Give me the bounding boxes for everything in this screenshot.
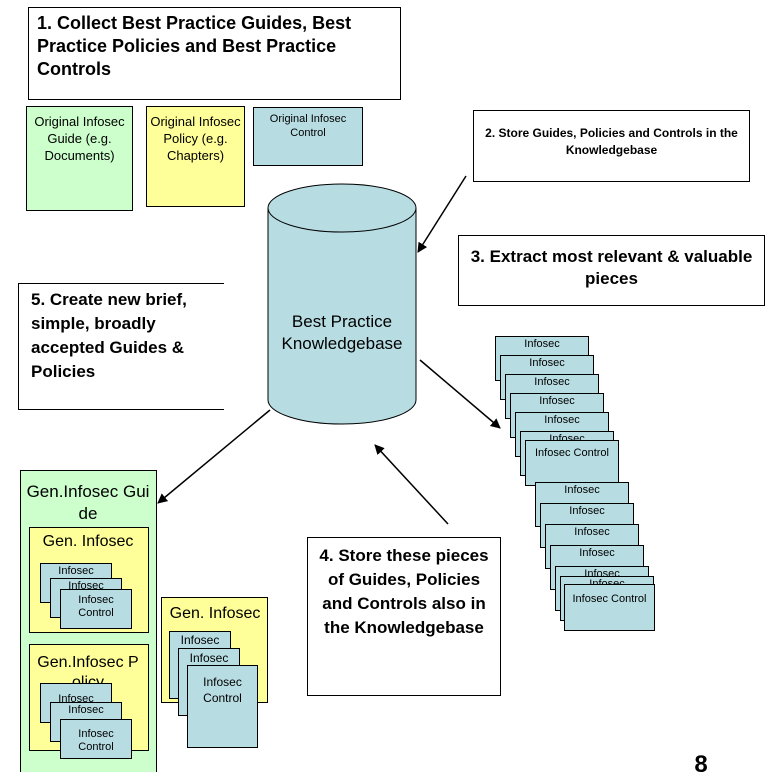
- knowledgebase-cylinder: [267, 183, 417, 425]
- arrow-extract: [419, 359, 501, 429]
- infosec-control-card: Infosec Control: [564, 584, 655, 631]
- step3-text: 3. Extract most relevant & valuable piec…: [470, 247, 753, 288]
- card-label: Infosec: [529, 357, 565, 369]
- card-control-label: Infosec Control: [78, 594, 114, 619]
- gen-policy-control-label: Infosec Control: [203, 675, 242, 705]
- infosec-control-card: Infosec Control: [60, 589, 132, 629]
- card-label: Infosec: [534, 376, 570, 388]
- original-control-text: Original Infosec Control: [269, 113, 347, 139]
- page-number: 8: [686, 752, 716, 778]
- original-guide-text: Original Infosec Guide (e.g. Documents): [34, 114, 125, 163]
- infosec-control-card: Infosec Control: [525, 440, 619, 486]
- gen-policy-card-label: Infosec: [180, 633, 220, 647]
- original-control-box: Original Infosec Control: [253, 107, 363, 166]
- original-policy-text: Original Infosec Policy (e.g. Chapters): [150, 114, 241, 163]
- original-guide-box: Original Infosec Guide (e.g. Documents): [26, 106, 133, 211]
- card-label: Infosec: [539, 395, 575, 407]
- step4-box: 4. Store these pieces of Guides, Policie…: [307, 537, 501, 696]
- knowledgebase-label: Best Practice Knowledgebase: [268, 311, 416, 355]
- step2-text: 2. Store Guides, Policies and Controls i…: [485, 126, 738, 157]
- generated-policy-title: Gen. Infosec: [169, 605, 261, 622]
- arrow-create: [157, 409, 271, 504]
- card-label: Infosec: [574, 526, 610, 538]
- card-label: Infosec: [524, 338, 560, 350]
- card-control-label: Infosec Control: [535, 447, 609, 459]
- original-policy-box: Original Infosec Policy (e.g. Chapters): [146, 106, 245, 207]
- card-label: Infosec: [564, 484, 600, 496]
- generated-guide: Gen.Infosec Guide Gen. Infosec Infosec I…: [20, 470, 157, 772]
- gen-policy-card-label: Infosec: [189, 651, 229, 665]
- step4-text: 4. Store these pieces of Guides, Policie…: [319, 546, 489, 637]
- step1-text: 1. Collect Best Practice Guides, Best Pr…: [37, 13, 352, 79]
- gen-policy-infosec-control-card: Infosec Control: [187, 665, 258, 748]
- arrow-store: [417, 175, 467, 253]
- card-label: Infosec: [544, 414, 580, 426]
- generated-guide-title: Gen.Infosec Guide: [26, 482, 150, 523]
- step2-box: 2. Store Guides, Policies and Controls i…: [473, 110, 750, 182]
- step5-box: 5. Create new brief, simple, broadly acc…: [18, 283, 224, 410]
- card-label: Infosec: [68, 704, 104, 716]
- step1-box: 1. Collect Best Practice Guides, Best Pr…: [28, 7, 401, 100]
- arrow-store-pieces: [374, 444, 449, 525]
- knowledgebase-text: Best Practice Knowledgebase: [281, 312, 403, 353]
- page-number-text: 8: [694, 751, 708, 778]
- step3-box: 3. Extract most relevant & valuable piec…: [458, 235, 765, 306]
- step5-text: 5. Create new brief, simple, broadly acc…: [31, 290, 187, 381]
- card-label: Infosec: [58, 565, 94, 577]
- card-control-label: Infosec Control: [78, 728, 114, 753]
- infosec-control-card: Infosec Control: [60, 719, 132, 759]
- card-control-label: Infosec Control: [572, 593, 647, 605]
- card-label: Infosec: [569, 505, 605, 517]
- subguide-title: Gen. Infosec: [42, 533, 134, 550]
- card-label: Infosec: [579, 547, 615, 559]
